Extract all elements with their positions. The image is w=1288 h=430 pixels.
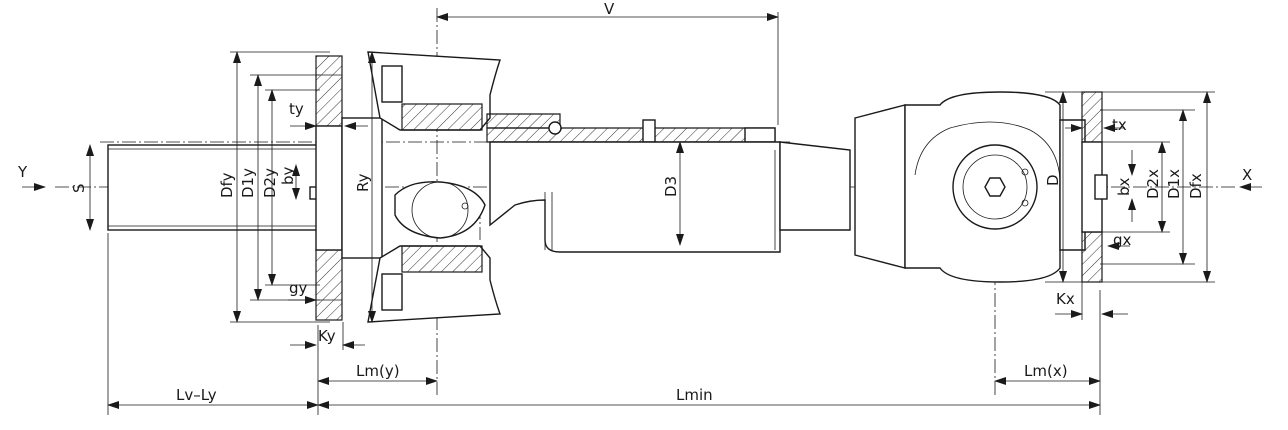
label-by: by: [279, 166, 297, 185]
spline-shaft: [107, 144, 323, 231]
label-ty: ty: [289, 100, 304, 118]
label-d: D: [1044, 174, 1062, 186]
label-d1y: D1y: [239, 168, 257, 198]
dimension-lines: [22, 13, 1262, 409]
label-bx: bx: [1115, 177, 1133, 196]
label-s: S: [70, 183, 88, 193]
label-gx: gx: [1113, 231, 1132, 249]
label-tx: tx: [1112, 116, 1127, 134]
label-dfx: Dfx: [1187, 173, 1205, 199]
label-lmin: Lmin: [676, 386, 713, 404]
slip-joint-sleeve: [486, 113, 776, 143]
label-y: Y: [17, 163, 28, 181]
shaft-tube: [489, 141, 851, 253]
label-v: V: [604, 0, 615, 18]
label-d2x: D2x: [1144, 169, 1162, 199]
left-yoke: [367, 51, 501, 323]
label-x: X: [1242, 166, 1252, 184]
right-flange: [1081, 91, 1108, 283]
label-d1x: D1x: [1165, 169, 1183, 199]
label-d2y: D2y: [261, 168, 279, 198]
left-flange: [315, 55, 383, 321]
label-ry: Ry: [354, 173, 372, 192]
label-dfy: Dfy: [218, 172, 236, 198]
dimension-labels: V Y X S Dfy D1y D2y by ty Ry gy Ky Lm(y)…: [17, 0, 1252, 404]
label-kx: Kx: [1056, 290, 1075, 308]
label-lm-x: Lm(x): [1024, 362, 1068, 380]
label-lm-y: Lm(y): [356, 362, 400, 380]
label-lv-ly: Lv–Ly: [176, 386, 217, 404]
right-joint: [854, 91, 1086, 283]
label-ky: Ky: [318, 327, 336, 345]
label-d3: D3: [662, 176, 680, 197]
label-gy: gy: [289, 279, 308, 297]
